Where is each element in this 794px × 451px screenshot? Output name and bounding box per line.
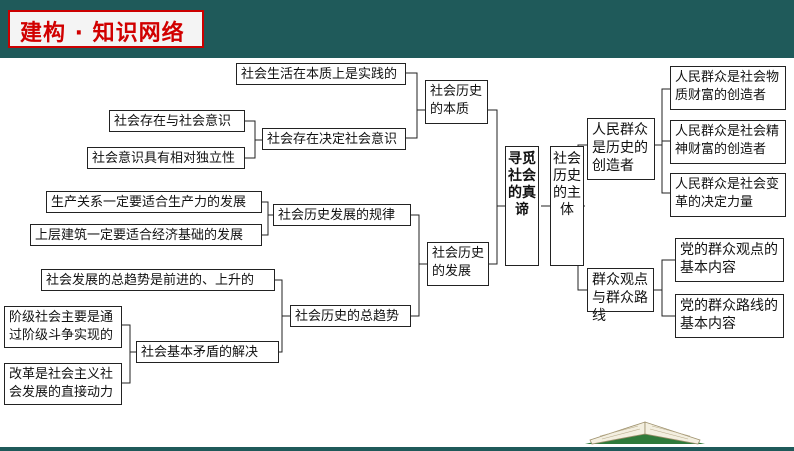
- node-mass-viewpoint-line: 群众观点与群众路线: [587, 268, 654, 324]
- node-essence-of-history: 社会历史的本质: [425, 80, 488, 124]
- node-historical-development: 社会历史的发展: [427, 242, 489, 286]
- node-general-trend-upward: 社会发展的总趋势是前进的、上升的: [41, 269, 275, 291]
- node-social-life-practice: 社会生活在本质上是实践的: [236, 63, 406, 85]
- node-superstructure-law: 上层建筑一定要适合经济基础的发展: [30, 224, 262, 246]
- node-spiritual-wealth: 人民群众是社会精神财富的创造者: [670, 120, 786, 164]
- node-reform-motive-force: 改革是社会主义社会发展的直接动力: [4, 363, 122, 405]
- node-decisive-force: 人民群众是社会变革的决定力量: [670, 173, 786, 217]
- node-class-struggle: 阶级社会主要是通过阶级斗争实现的: [4, 306, 122, 348]
- node-production-relations-law: 生产关系一定要适合生产力的发展: [46, 191, 262, 213]
- node-existence-determines-consciousness: 社会存在决定社会意识: [262, 128, 406, 150]
- node-consciousness-independence: 社会意识具有相对独立性: [87, 147, 245, 169]
- node-party-mass-viewpoint: 党的群众观点的基本内容: [675, 238, 784, 282]
- node-party-mass-line: 党的群众路线的基本内容: [675, 294, 784, 338]
- book-icon: [580, 400, 710, 447]
- node-development-law: 社会历史发展的规律: [273, 204, 411, 226]
- node-material-wealth: 人民群众是社会物质财富的创造者: [670, 66, 786, 110]
- node-people-creators: 人民群众是历史的创造者: [587, 118, 655, 180]
- title-box: 建构 · 知识网络: [8, 10, 204, 48]
- node-social-existence-consciousness: 社会存在与社会意识: [109, 110, 245, 132]
- node-general-trend: 社会历史的总趋势: [290, 305, 411, 327]
- page-title: 建构 · 知识网络: [20, 21, 185, 46]
- node-seeking-truth: 寻觅社会的真谛: [505, 146, 539, 266]
- node-historical-subject: 社会历史的主体: [550, 146, 584, 266]
- node-basic-contradiction-solution: 社会基本矛盾的解决: [136, 341, 279, 363]
